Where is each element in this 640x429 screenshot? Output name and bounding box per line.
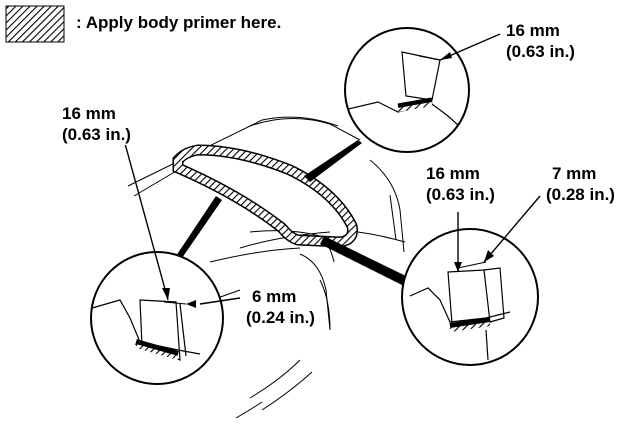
callout-left-offset: 6 mm xyxy=(252,287,297,306)
callout-top-width-in: (0.63 in.) xyxy=(506,42,575,61)
hatch-swatch-icon xyxy=(5,5,65,43)
callout-right-offset-label: 7 mm (0.28 in.) xyxy=(544,163,617,205)
callout-right-width-in: (0.63 in.) xyxy=(426,185,495,204)
legend-text: : Apply body primer here. xyxy=(74,12,284,33)
primer-band xyxy=(172,144,358,248)
detail-circle-right xyxy=(401,195,541,366)
callout-right-offset: 7 mm xyxy=(552,164,597,183)
detail-circle-top xyxy=(344,27,501,153)
callout-left-offset-label: 6 mm (0.24 in.) xyxy=(244,286,317,328)
callout-right-offset-in: (0.28 in.) xyxy=(546,185,615,204)
callout-top-width: 16 mm xyxy=(506,21,560,40)
callout-top-label: 16 mm (0.63 in.) xyxy=(504,20,577,62)
callout-left-width-in: (0.63 in.) xyxy=(62,125,131,144)
detail-circle-left xyxy=(90,139,241,385)
callout-left-width: 16 mm xyxy=(62,104,116,123)
callout-left-offset-in: (0.24 in.) xyxy=(246,308,315,327)
callout-right-width-label: 16 mm (0.63 in.) xyxy=(424,163,497,205)
callout-right-width: 16 mm xyxy=(426,164,480,183)
vehicle-body-outline xyxy=(127,116,406,419)
callout-connectors xyxy=(172,140,410,286)
callout-left-width-label: 16 mm (0.63 in.) xyxy=(60,103,133,145)
